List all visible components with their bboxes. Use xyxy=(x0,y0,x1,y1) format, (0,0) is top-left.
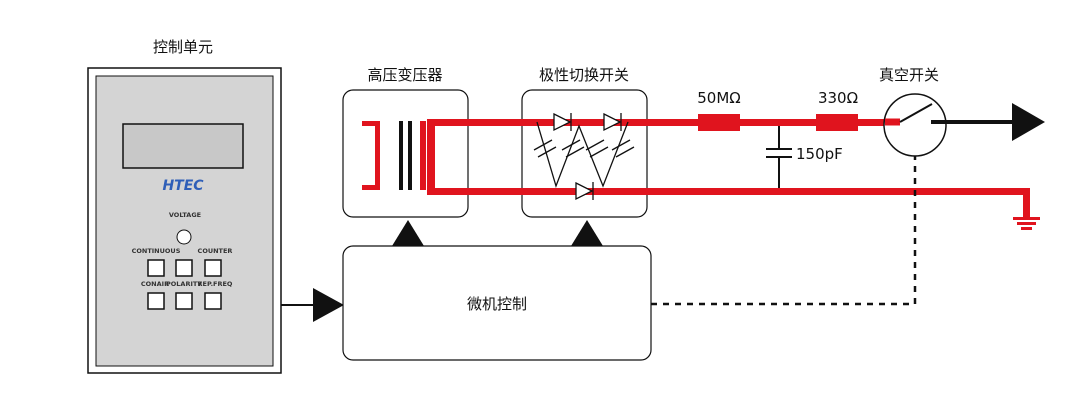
vacuum-switch-symbol xyxy=(883,93,1012,157)
hv-transformer-title: 高压变压器 xyxy=(367,66,442,84)
continuous-label: CONTINUOUS xyxy=(132,247,181,255)
voltage-knob[interactable] xyxy=(176,229,192,245)
repfreq-label: REP.FREQ xyxy=(198,280,233,288)
diode-network xyxy=(533,112,635,201)
resistor-50m xyxy=(698,114,740,131)
micro-to-polarity-arrow xyxy=(571,220,603,246)
capacitor-150pf xyxy=(766,126,792,188)
polarity-switch-title: 极性切换开关 xyxy=(539,66,629,84)
output-arrow xyxy=(1012,103,1045,141)
microcontroller-label: 微机控制 xyxy=(467,295,527,313)
panel-button-4[interactable] xyxy=(147,292,165,310)
ground-icon xyxy=(1013,217,1040,230)
micro-to-vacuum-dashed-line xyxy=(651,156,917,306)
panel-button-3[interactable] xyxy=(204,259,222,277)
panel-button-6[interactable] xyxy=(204,292,222,310)
panel-button-1[interactable] xyxy=(147,259,165,277)
resistor-330-label: 330Ω xyxy=(818,89,858,107)
control-unit-title: 控制单元 xyxy=(153,38,213,56)
counter-label: COUNTER xyxy=(198,247,233,255)
control-to-micro-arrow xyxy=(281,288,344,322)
panel-button-5[interactable] xyxy=(175,292,193,310)
hv-transformer-box xyxy=(342,89,469,218)
voltage-label: VOLTAGE xyxy=(169,211,201,219)
circuit-wires xyxy=(362,119,1030,218)
lcd-display xyxy=(122,123,244,169)
brand-logo: HTEC xyxy=(162,178,204,194)
micro-to-transformer-arrow xyxy=(392,220,424,246)
conair-label: CONAIR xyxy=(141,280,169,288)
panel-button-2[interactable] xyxy=(175,259,193,277)
polarity-label: POLARITY xyxy=(166,280,202,288)
polarity-switch-box xyxy=(521,89,648,218)
control-unit-panel: HTEC VOLTAGE CONTINUOUS COUNTER CONAIR P… xyxy=(87,67,282,374)
capacitor-label: 150pF xyxy=(796,145,843,163)
resistor-50m-label: 50MΩ xyxy=(697,89,741,107)
vacuum-switch-title: 真空开关 xyxy=(879,66,939,84)
transformer-core xyxy=(399,121,412,190)
resistor-330 xyxy=(816,114,858,131)
